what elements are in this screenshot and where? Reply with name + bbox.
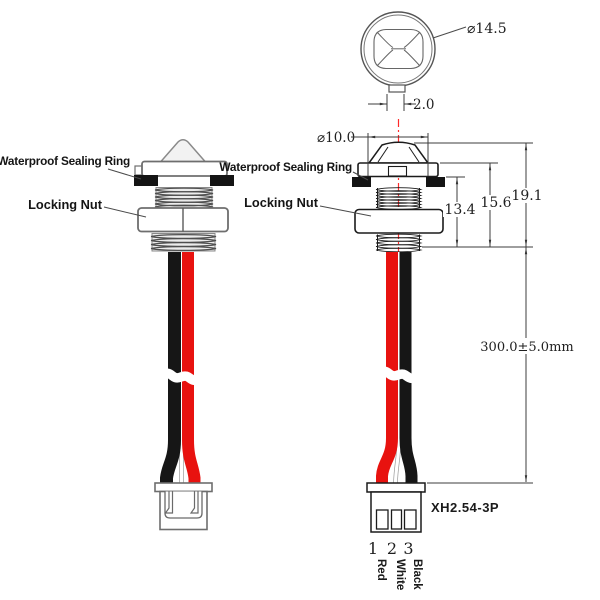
thread-line (150, 246, 217, 251)
connector-slot-2 (390, 509, 403, 530)
pin-number-1: 1 (368, 539, 378, 558)
label-leader-line (107, 168, 142, 180)
dimension-annotations: ⌀10.0 13.4 15.6 19.1 300.0±5.0mm (317, 130, 574, 484)
thread-line (375, 237, 423, 242)
waterproof-sealing-ring-left (134, 175, 158, 186)
wire-break-symbol (160, 368, 202, 385)
top-view: ⌀14.5 2.0 (360, 11, 507, 113)
connector-flange (154, 482, 213, 493)
dimension-text-mask (510, 188, 544, 203)
sealing-ring-label-right: Waterproof Sealing Ring (219, 160, 352, 174)
thread-line (375, 240, 423, 246)
side-view-rendered (134, 139, 234, 531)
waterproof-sealing-ring-right (210, 175, 234, 186)
sensor-cone (155, 139, 211, 167)
top-view-inner-circle (363, 14, 433, 84)
connector-slot-1 (375, 509, 389, 530)
pin-wire-color-1: Red (375, 559, 387, 581)
thread-line (150, 238, 217, 243)
connector-flange (366, 482, 426, 493)
sealing-ring-label-left: Waterproof Sealing Ring (0, 154, 130, 168)
cone-facet-line (377, 146, 389, 163)
thread-line (150, 242, 217, 247)
lens-facet-line (376, 31, 394, 48)
locking-nut (354, 208, 444, 234)
pin-number-3: 3 (403, 539, 413, 558)
ring-to-thread-dimension: 13.4 (444, 202, 475, 218)
cone-facet-line (408, 146, 420, 163)
locking-nut-label-right: Locking Nut (244, 195, 319, 210)
latch-prong-left (164, 491, 174, 514)
label-leader-line (352, 171, 369, 181)
black-wire (160, 252, 181, 484)
lens-diameter-dimension: ⌀10.0 (317, 130, 355, 146)
white-wire (393, 252, 401, 484)
connector-slot-3 (403, 509, 417, 530)
latch-prong-right (189, 491, 199, 514)
lens-facet-line (376, 49, 394, 67)
connector-legend: XH2.54-3P 1 2 3 Red White Black (368, 500, 499, 590)
cable-length-dimension: 300.0±5.0mm (480, 340, 573, 355)
waterproof-sealing-ring-right (426, 177, 445, 187)
black-wire (399, 252, 418, 484)
part-labels: Waterproof Sealing Ring Locking Nut Wate… (0, 154, 372, 218)
connector-model-label: XH2.54-3P (431, 500, 499, 515)
red-wire (376, 252, 398, 484)
sensor-cone (367, 141, 430, 164)
thread-line (150, 234, 217, 239)
pin-wire-color-3: Black (411, 559, 423, 590)
dimension-text-mask (488, 338, 566, 354)
side-view-drawing (352, 119, 445, 533)
waterproof-sealing-ring-left (352, 177, 371, 187)
diameter-leader-line (432, 26, 467, 39)
tab-width-dimension: 2.0 (413, 97, 434, 113)
lens-outline (373, 28, 424, 70)
dimension-text-mask (479, 195, 513, 210)
flange-center-boss (387, 165, 408, 177)
alignment-tab (388, 84, 406, 93)
top-diameter-dimension: ⌀14.5 (467, 21, 507, 37)
thread-line (375, 247, 423, 253)
wire-break-symbol (377, 366, 419, 383)
flange (141, 160, 228, 177)
lens-facet-line (403, 31, 421, 48)
red-wire (182, 252, 201, 484)
label-leader-line (103, 206, 147, 218)
overall-height-dimension: 19.1 (511, 188, 542, 204)
thread-line (375, 233, 423, 239)
pin-wire-color-2: White (394, 559, 406, 590)
locking-nut-label-left: Locking Nut (28, 197, 103, 212)
lens-facet-line (403, 49, 421, 67)
thread-line (375, 244, 423, 249)
flange-to-thread-dimension: 15.6 (480, 195, 511, 211)
pin-number-2: 2 (387, 539, 397, 558)
label-leader-line (319, 205, 372, 217)
dimension-text-mask (443, 202, 478, 217)
